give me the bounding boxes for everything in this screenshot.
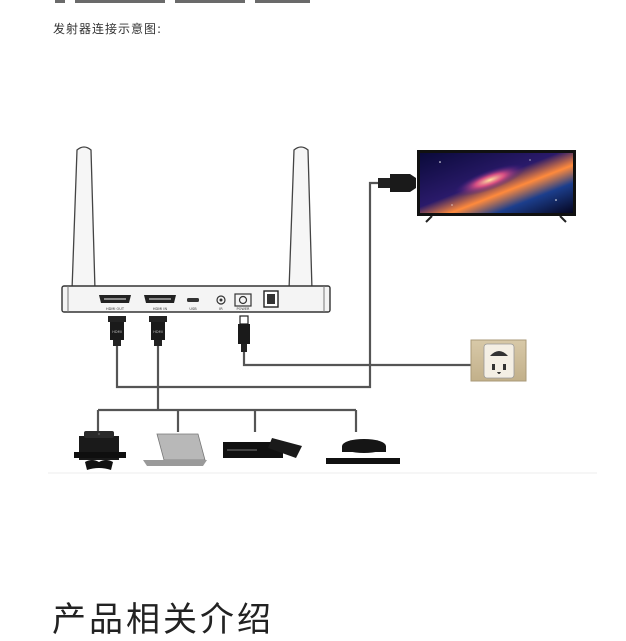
hdmi-plug-right: HDMI (149, 316, 167, 346)
hdmi-out-label: HDMI OUT (106, 307, 125, 311)
power-port: POWER (234, 293, 252, 311)
wall-outlet (470, 339, 527, 382)
source-bus (96, 408, 358, 432)
laptop-icon (143, 433, 207, 466)
transmitter-device: HDMI OUT HDMI IN USB IR POWER (61, 285, 331, 313)
tv-hdmi-plug (378, 174, 416, 192)
antenna-left (71, 146, 96, 291)
top-cropped-strip (55, 0, 315, 4)
antenna-right (288, 146, 313, 291)
ir-label: IR (219, 307, 223, 311)
hdmi-out-port: HDMI OUT (99, 295, 131, 311)
media-player-icon (326, 439, 400, 464)
hdmi-in-label: HDMI IN (153, 307, 168, 311)
hdmi-plug-left: HDMI (108, 316, 126, 346)
power-label: POWER (237, 307, 251, 311)
power-plug (238, 315, 250, 352)
section-title: 产品相关介绍 (52, 600, 274, 640)
ir-port: IR (216, 295, 226, 311)
hdmi-plug-right-label: HDMI (153, 330, 162, 334)
power-switch (263, 290, 279, 308)
set-top-box-icon (223, 438, 302, 458)
television (417, 150, 576, 223)
usb-label: USB (189, 307, 197, 311)
hdmi-plug-left-label: HDMI (112, 330, 121, 334)
usb-port: USB (187, 298, 199, 311)
hdmi-in-port: HDMI IN (144, 295, 176, 311)
game-console-icon (74, 431, 126, 470)
diagram-caption: 发射器连接示意图: (53, 22, 163, 36)
